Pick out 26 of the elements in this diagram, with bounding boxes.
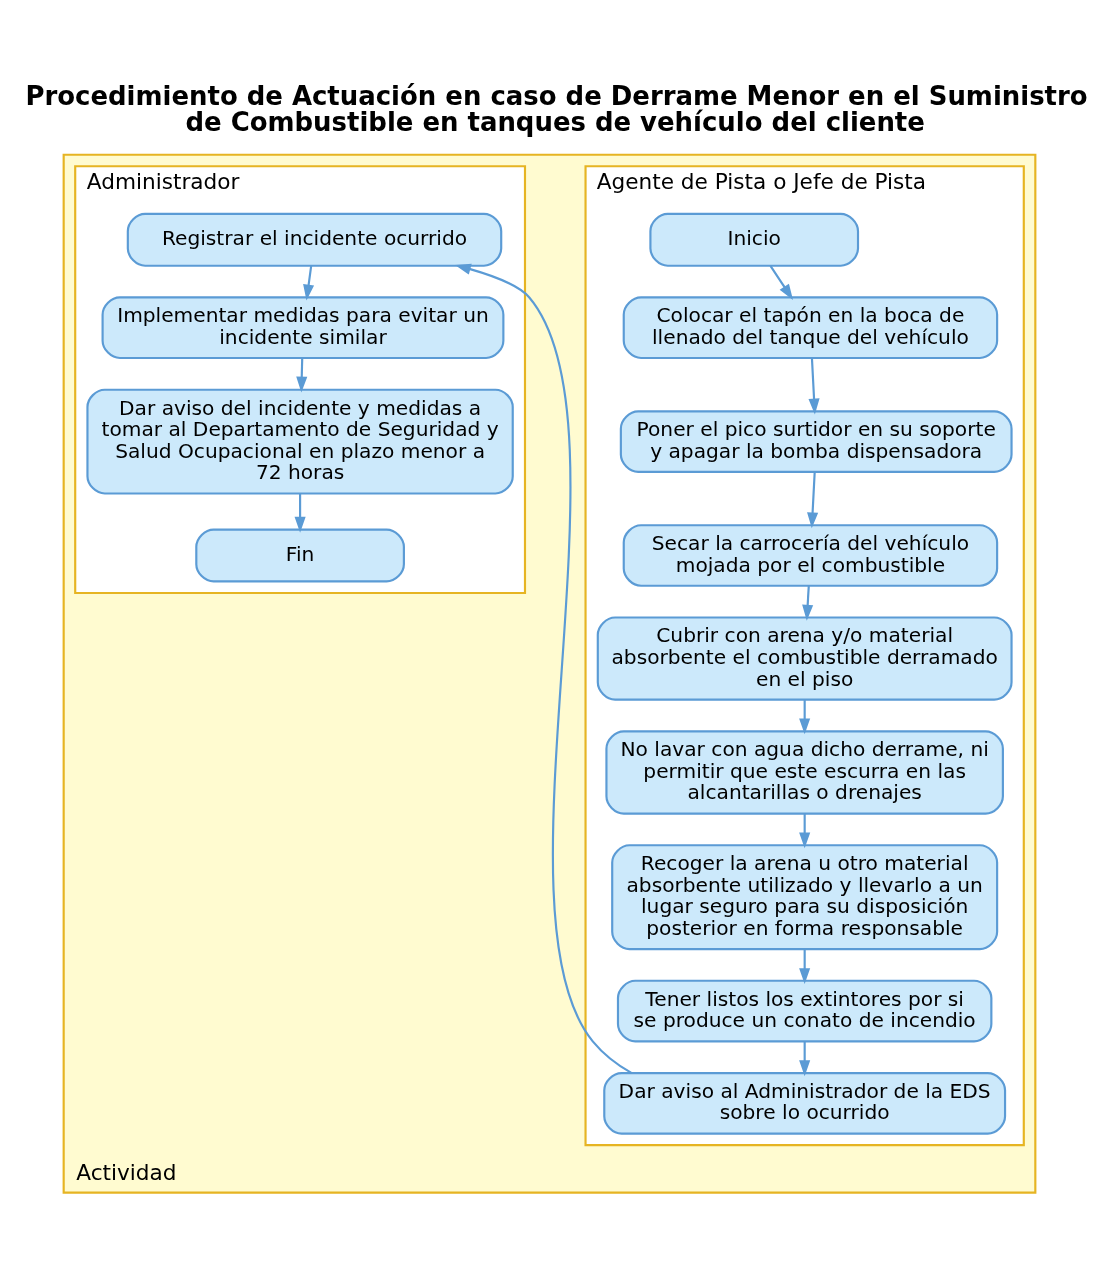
arrow [802,585,814,621]
node-box: Colocar el tapón en la boca de llenado del tanque del vehículo [622,296,999,360]
node-box: Secar la carrocería del vehículo mojada por el combustible [622,524,999,587]
node-box: No lavar con agua dicho derrame, ni permitir que este escurra en las alcantarillas o drenajes [605,730,1004,815]
arrow [799,949,811,985]
node-box: Dar aviso del incidente y medidas a tomar al Departamento de Seguridad y Salud Ocupacional en plazo menor a 72 horas [86,388,514,495]
node-box: Implementar medidas para evitar un incidente similar [101,296,505,360]
arrow [807,472,819,529]
node-box: Registrar el incidente ocurrido [126,212,503,267]
node-box: Recoger la arena u otro material absorbente utilizado y llevarlo a un lugar seguro para su disposición posterior en forma responsable [611,844,999,951]
node-box: Inicio [649,212,860,267]
arrow [769,265,794,300]
arrow [294,494,306,533]
arrow [799,813,811,849]
node-box: Dar aviso al Administrador de la EDS sobre lo ocurrido [603,1071,1007,1135]
arrow [455,263,632,1074]
arrow [799,700,811,735]
arrow [799,1041,811,1077]
arrow [808,358,820,415]
node-box: Poner el pico surtidor en su soporte y apagar la bomba dispensadora [619,410,1013,473]
diagram-title: Procedimiento de Actuación en caso de Derrame Menor en el Suministro de Combustible en tanques de vehículo del cliente [25,80,1088,137]
node-box: Tener listos los extintores por si se produce un conato de incendio [616,979,993,1043]
arrow [296,358,308,393]
arrow [303,265,315,301]
node-box: Fin [195,528,405,583]
node-box: Cubrir con arena y/o material absorbente el combustible derramado en el piso [596,616,1013,701]
